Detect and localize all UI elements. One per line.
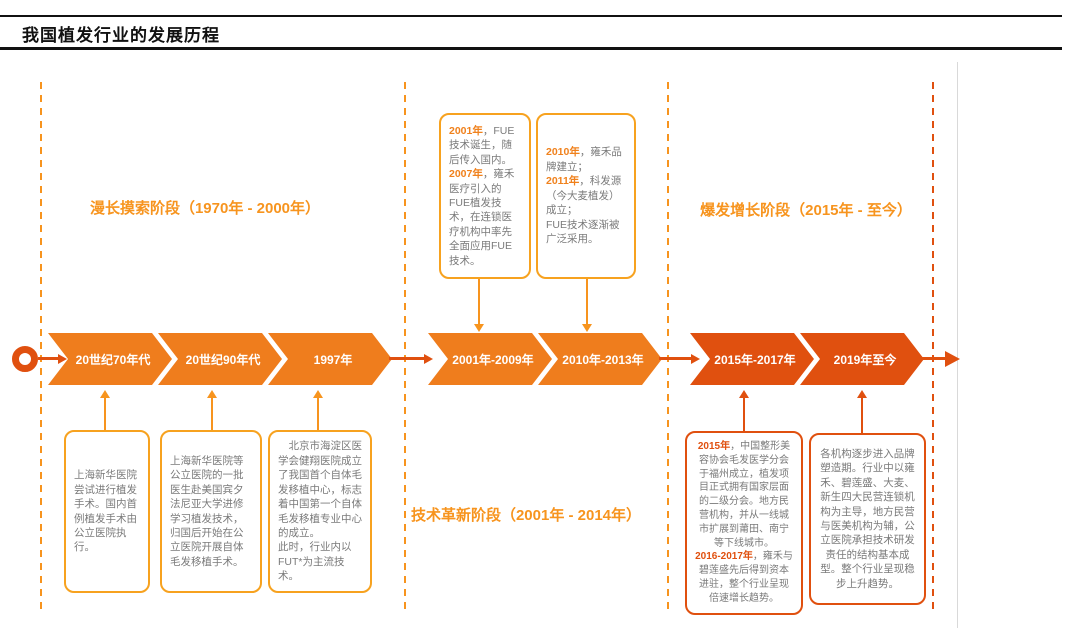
callout-text: 2001年，FUE技术诞生，随后传入国内。 2007年，雍禾医疗引入的FUE植发… [449, 124, 515, 267]
connector-arrow-up-4 [739, 390, 749, 398]
connector-arrow-up-2 [207, 390, 217, 398]
phase-label-explosion: 爆发增长阶段（2015年 - 至今） [700, 202, 912, 219]
callout-bottom-1990s: 上海新华医院等公立医院的一批医生赴美国宾夕法尼亚大学进修学习植发技术，归国后开始… [160, 430, 262, 593]
phase-divider-2 [404, 82, 406, 612]
callout-text: 上海新华医院尝试进行植发手术。国内首例植发手术由公立医院执行。 [74, 469, 137, 554]
connector-line-bottom-1 [104, 397, 106, 430]
timeline-arrowhead-3 [691, 354, 700, 364]
connector-line-bottom-3 [317, 397, 319, 430]
connector-arrow-up-5 [857, 390, 867, 398]
title-rule-top [0, 15, 1062, 17]
callout-text: 2015年，中国整形美容协会毛发医学分会于福州成立，植发项目正式拥有国家层面的二… [695, 441, 793, 604]
callout-bottom-2019: 各机构逐步进入品牌塑造期。行业中以雍禾、碧莲盛、大麦、新生四大民营连锁机构为主导… [809, 433, 926, 605]
phase-label-exploration: 漫长摸索阶段（1970年 - 2000年） [89, 200, 321, 217]
callout-text: 北京市海淀区医学会健翔医院成立了我国首个自体毛发移植中心，标志着中国第一个自体毛… [278, 440, 362, 583]
timeline-segment-2 [389, 357, 426, 360]
timeline-chevron-2001-2009: 2001年-2009年 [428, 333, 552, 385]
timeline-chevron-1997: 1997年 [268, 333, 392, 385]
timeline-segment-3 [659, 357, 693, 360]
timeline-chevron-1970s: 20世纪70年代 [48, 333, 172, 385]
timeline-arrowhead-1 [58, 354, 67, 364]
timeline-start-circle [12, 346, 38, 372]
phase-label-innovation: 技术革新阶段（2001年 - 2014年） [410, 507, 642, 524]
connector-line-bottom-5 [861, 397, 863, 433]
timeline-chevron-2010-2013: 2010年-2013年 [538, 333, 662, 385]
callout-bottom-1997: 北京市海淀区医学会健翔医院成立了我国首个自体毛发移植中心，标志着中国第一个自体毛… [268, 430, 372, 593]
timeline-segment-start [38, 357, 60, 360]
phase-divider-4 [932, 82, 934, 612]
callout-text: 2010年，雍禾品牌建立； 2011年，科发源（今大麦植发）成立； FUE技术逐… [546, 146, 622, 246]
connector-arrow-up-1 [100, 390, 110, 398]
connector-line-top-1 [478, 279, 480, 325]
timeline-chevron-1990s: 20世纪90年代 [158, 333, 282, 385]
connector-arrow-down-2 [582, 324, 592, 332]
callout-bottom-1970s: 上海新华医院尝试进行植发手术。国内首例植发手术由公立医院执行。 [64, 430, 150, 593]
timeline-end-arrowhead [945, 351, 960, 367]
phase-divider-3 [667, 82, 669, 612]
timeline-chevron-2019-now: 2019年至今 [800, 333, 924, 385]
callout-text: 各机构逐步进入品牌塑造期。行业中以雍禾、碧莲盛、大麦、新生四大民营连锁机构为主导… [820, 447, 915, 590]
connector-arrow-down-1 [474, 324, 484, 332]
page-title: 我国植发行业的发展历程 [22, 26, 220, 45]
callout-top-2001-2009: 2001年，FUE技术诞生，随后传入国内。 2007年，雍禾医疗引入的FUE植发… [439, 113, 531, 279]
connector-line-bottom-2 [211, 397, 213, 430]
callout-text: 上海新华医院等公立医院的一批医生赴美国宾夕法尼亚大学进修学习植发技术，归国后开始… [170, 454, 244, 568]
timeline-arrowhead-2 [424, 354, 433, 364]
title-rule-bottom [0, 47, 1062, 50]
timeline-segment-end [918, 357, 946, 360]
connector-line-top-2 [586, 279, 588, 325]
phase-divider-1 [40, 82, 42, 612]
timeline-chevron-2015-2017: 2015年-2017年 [690, 333, 814, 385]
connector-line-bottom-4 [743, 397, 745, 431]
page-edge-line [957, 62, 958, 628]
connector-arrow-up-3 [313, 390, 323, 398]
callout-bottom-2015-2017: 2015年，中国整形美容协会毛发医学分会于福州成立，植发项目正式拥有国家层面的二… [685, 431, 803, 615]
callout-top-2010-2013: 2010年，雍禾品牌建立； 2011年，科发源（今大麦植发）成立； FUE技术逐… [536, 113, 636, 279]
